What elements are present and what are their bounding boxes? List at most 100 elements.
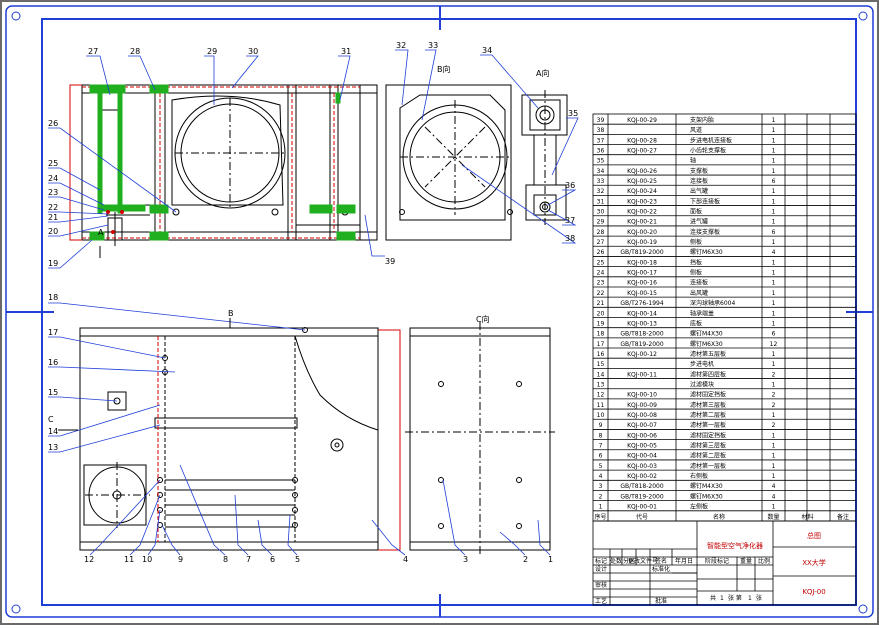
tb-stage-mark: 阶段标记 (705, 557, 729, 565)
bom-row-no: 31 (597, 198, 605, 205)
bom-row-qty: 1 (772, 117, 776, 124)
bom-row-no: 7 (599, 443, 603, 450)
callout-3: 3 (463, 555, 468, 564)
bom-row-qty: 1 (772, 351, 776, 358)
bom-row-qty: 1 (772, 259, 776, 266)
bom-row-name: 滤材第二层板 (690, 411, 726, 419)
callout-10: 10 (142, 555, 152, 564)
front-view-welds (89, 84, 356, 241)
callout-27: 27 (88, 47, 98, 56)
tb-sheet-no: 张 第 (728, 594, 742, 602)
centering-marks (6, 6, 873, 617)
tb-sheet-suffix: 张 (756, 594, 762, 602)
bom-row-qty: 1 (772, 280, 776, 287)
bom-row-qty: 6 (772, 331, 776, 338)
callout-28: 28 (130, 47, 140, 56)
bom-row-qty: 1 (772, 361, 776, 368)
bom-row-no: 12 (597, 392, 605, 399)
bom-header-no: 序号 (594, 513, 606, 521)
bom-row-qty: 1 (772, 168, 776, 175)
bom-row-code: KQJ-00-18 (627, 259, 657, 266)
bom-row-code: KQJ-00-28 (627, 137, 657, 144)
bom-header-code: 代号 (636, 513, 648, 521)
callout-15: 15 (48, 388, 58, 397)
title-block-text: 智能型空气净化器 总图 XX大学 KQJ-00 标记 处数 分区 更改文件号 签… (595, 531, 826, 605)
bom-row-name: 螺钉M6X30 (690, 340, 723, 348)
tb-change-doc: 更改文件号 (628, 557, 658, 565)
title-block (592, 520, 857, 606)
bom-row-qty: 1 (772, 188, 776, 195)
bom-row-qty: 12 (770, 341, 778, 348)
bom-row-qty: 1 (772, 198, 776, 205)
bom-row-no: 30 (597, 209, 605, 216)
tb-count: 处数 (610, 557, 622, 565)
tb-design: 设计 (595, 565, 607, 573)
callout-39: 39 (385, 257, 395, 266)
bom-row-qty: 6 (772, 178, 776, 185)
bom-row-no: 2 (599, 493, 603, 500)
bom-row-qty: 1 (772, 473, 776, 480)
bom-row-no: 19 (597, 320, 605, 327)
callout-31: 31 (341, 47, 351, 56)
callout-35: 35 (568, 109, 578, 118)
bom-row-qty: 6 (772, 229, 776, 236)
top-view-hidden (157, 329, 401, 551)
bom-row-code: GB/T276-1994 (620, 300, 664, 307)
callout-38: 38 (565, 234, 575, 243)
callout-labels: 27 28 29 30 31 32 33 34 35 36 37 38 39 2… (48, 41, 578, 564)
view-label-c: C向 (476, 314, 490, 324)
bom-row-no: 38 (597, 127, 605, 134)
bom-row-qty: 2 (772, 402, 776, 409)
bom-row-no: 11 (597, 402, 605, 409)
bom-row-no: 39 (597, 117, 605, 124)
callout-8: 8 (223, 555, 228, 564)
bom-row-code: KQJ-00-07 (627, 422, 657, 429)
bom-row-name: 滤材固定挡板 (690, 391, 726, 399)
bom-row-no: 13 (597, 381, 605, 388)
bom-row-no: 34 (597, 168, 605, 175)
callout-16: 16 (48, 358, 58, 367)
bom-row-name: 左侧板 (690, 503, 708, 511)
callout-14: 14 (48, 427, 58, 436)
bom-row-code: GB/T819-2000 (620, 493, 664, 500)
callout-23: 23 (48, 188, 58, 197)
callout-37: 37 (565, 216, 575, 225)
view-label-a: A向 (536, 68, 549, 78)
bom-header-qty: 数量 (767, 513, 779, 521)
bom-row-qty: 1 (772, 137, 776, 144)
callout-4: 4 (403, 555, 408, 564)
bom-row-no: 35 (597, 158, 605, 165)
bom-row-qty: 1 (772, 239, 776, 246)
callout-1: 1 (548, 555, 553, 564)
bom-row-code: KQJ-00-21 (627, 219, 657, 226)
bom-row-qty: 4 (772, 249, 776, 256)
bom-row-name: 出气罐 (690, 187, 708, 195)
bom-row-code: KQJ-00-08 (627, 412, 657, 419)
bom-row-name: 滤材第三层板 (690, 442, 726, 450)
bom-row-code: KQJ-00-25 (627, 178, 657, 185)
bom-row-qty: 1 (772, 147, 776, 154)
bom-row-qty: 1 (772, 219, 776, 226)
callout-34: 34 (482, 46, 492, 55)
bom-row-code: KQJ-00-12 (627, 351, 657, 358)
bom-row-code: KQJ-00-11 (627, 371, 657, 378)
bom-row-name: 进气罐 (690, 218, 708, 226)
leader-lines (48, 49, 579, 556)
drawing-code: KQJ-00 (802, 588, 825, 596)
bom-row-code: KQJ-00-15 (627, 290, 657, 297)
bom-row-name: 连接板 (690, 279, 708, 287)
callout-19: 19 (48, 259, 58, 268)
bom-row-qty: 1 (772, 290, 776, 297)
tb-sheet-count: 1 (720, 595, 724, 602)
bom-row-code: GB/T819-2000 (620, 249, 664, 256)
bom-row-no: 15 (597, 361, 605, 368)
product-name: 智能型空气净化器 (707, 541, 763, 550)
bom-row-name: 滤材第四层板 (690, 370, 726, 378)
bom-row-name: 步进电机 (690, 360, 714, 368)
bom-row-qty: 4 (772, 493, 776, 500)
bom-row-no: 37 (597, 137, 605, 144)
bom-row-qty: 1 (772, 463, 776, 470)
callout-17: 17 (48, 328, 58, 337)
bom-row-no: 1 (599, 504, 603, 511)
tb-mark: 标记 (595, 557, 607, 565)
